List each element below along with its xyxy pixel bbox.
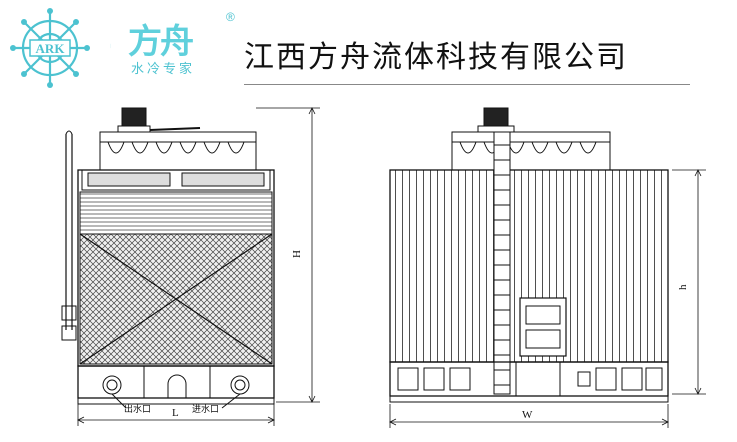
dimension-W: W: [522, 409, 533, 421]
brand-name: 方舟: [128, 22, 194, 62]
company-name: 江西方舟流体科技有限公司: [244, 40, 628, 75]
front-dimensions: [77, 107, 320, 426]
side-access-door: [519, 297, 567, 357]
registered-mark: ®: [226, 10, 235, 24]
front-view: [61, 107, 275, 409]
ark-logo-icon: ARK: [10, 8, 90, 88]
side-view: [389, 107, 669, 403]
dimension-L: L: [172, 407, 179, 419]
label-water-inlet: 进水口: [192, 403, 219, 415]
label-water-outlet: 出水口: [124, 403, 151, 415]
front-drift-eliminator: [79, 191, 273, 235]
front-fan-deck: [99, 141, 257, 171]
brand-slogan: 水冷专家: [131, 62, 196, 77]
side-dimensions: [389, 169, 706, 428]
dimension-H: H: [291, 250, 303, 258]
dimension-h: h: [677, 284, 689, 290]
side-water-basin: [389, 361, 669, 397]
side-fan-motor: [483, 107, 509, 127]
brand-divider: [110, 43, 111, 49]
ark-logo-text: ARK: [36, 41, 66, 56]
header-rule: [244, 84, 690, 85]
side-fan-deck: [451, 141, 611, 171]
front-fan-motor: [121, 107, 147, 127]
